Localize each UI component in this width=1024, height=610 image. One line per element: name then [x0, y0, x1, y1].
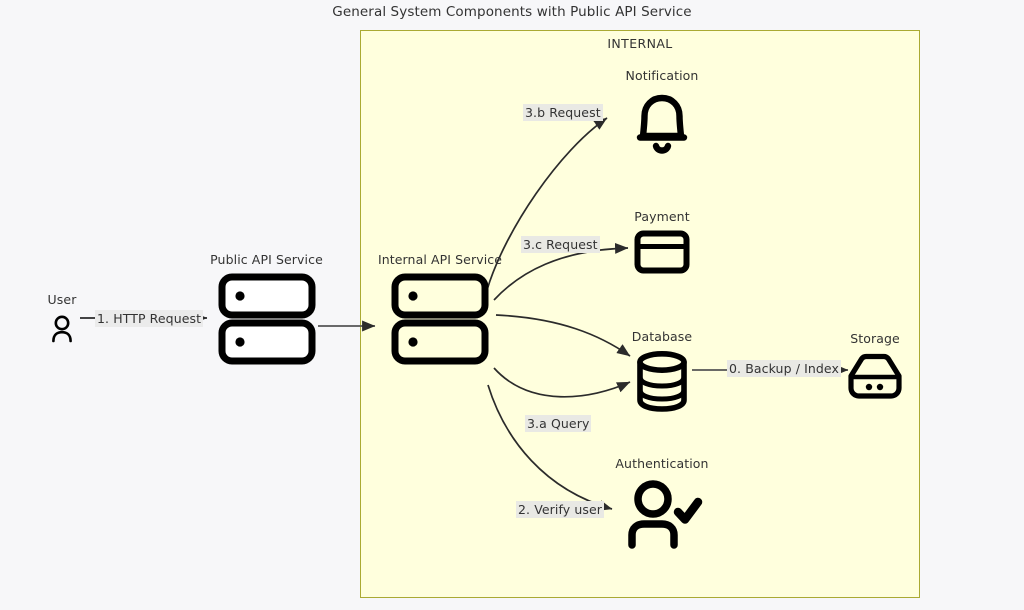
database-icon — [637, 351, 687, 412]
credit-card-icon — [634, 230, 690, 274]
node-authentication-label: Authentication — [615, 456, 709, 471]
hard-drive-icon — [848, 353, 902, 399]
node-user[interactable]: User — [38, 292, 86, 347]
node-database-label: Database — [631, 329, 693, 344]
edge-label-payment-request: 3.c Request — [521, 236, 600, 253]
edge-label-verify-user: 2. Verify user — [516, 501, 604, 518]
node-database[interactable]: Database — [625, 329, 699, 412]
node-notification-label: Notification — [625, 68, 699, 83]
bell-icon — [636, 94, 688, 154]
node-authentication[interactable]: Authentication — [608, 456, 716, 551]
node-user-label: User — [47, 292, 77, 307]
user-icon — [52, 315, 72, 343]
edge-label-backup-index: 0. Backup / Index — [727, 360, 841, 377]
edge-payment-request — [493, 242, 629, 301]
edge-notification-request — [486, 117, 608, 291]
server-icon — [391, 273, 489, 365]
node-internal-api-service-label: Internal API Service — [377, 252, 503, 267]
node-public-api-service-label: Public API Service — [210, 252, 323, 267]
edge-label-notification-request: 3.b Request — [523, 104, 603, 121]
node-internal-api-service[interactable]: Internal API Service — [365, 252, 515, 365]
page-title: General System Components with Public AP… — [332, 4, 692, 20]
internal-boundary-label: INTERNAL — [607, 36, 673, 51]
server-icon — [218, 273, 315, 365]
edge-verify-user — [487, 384, 613, 511]
node-storage[interactable]: Storage — [838, 331, 912, 402]
node-payment[interactable]: Payment — [622, 209, 702, 274]
user-check-icon — [628, 480, 703, 549]
edge-database-upper — [495, 314, 631, 357]
node-storage-label: Storage — [850, 331, 900, 346]
node-notification[interactable]: Notification — [608, 68, 716, 159]
node-payment-label: Payment — [634, 209, 690, 224]
node-public-api-service[interactable]: Public API Service — [190, 252, 343, 365]
edge-database-query — [493, 367, 631, 398]
edge-label-database-query: 3.a Query — [525, 415, 592, 432]
edge-label-http-request: 1. HTTP Request — [95, 310, 204, 327]
